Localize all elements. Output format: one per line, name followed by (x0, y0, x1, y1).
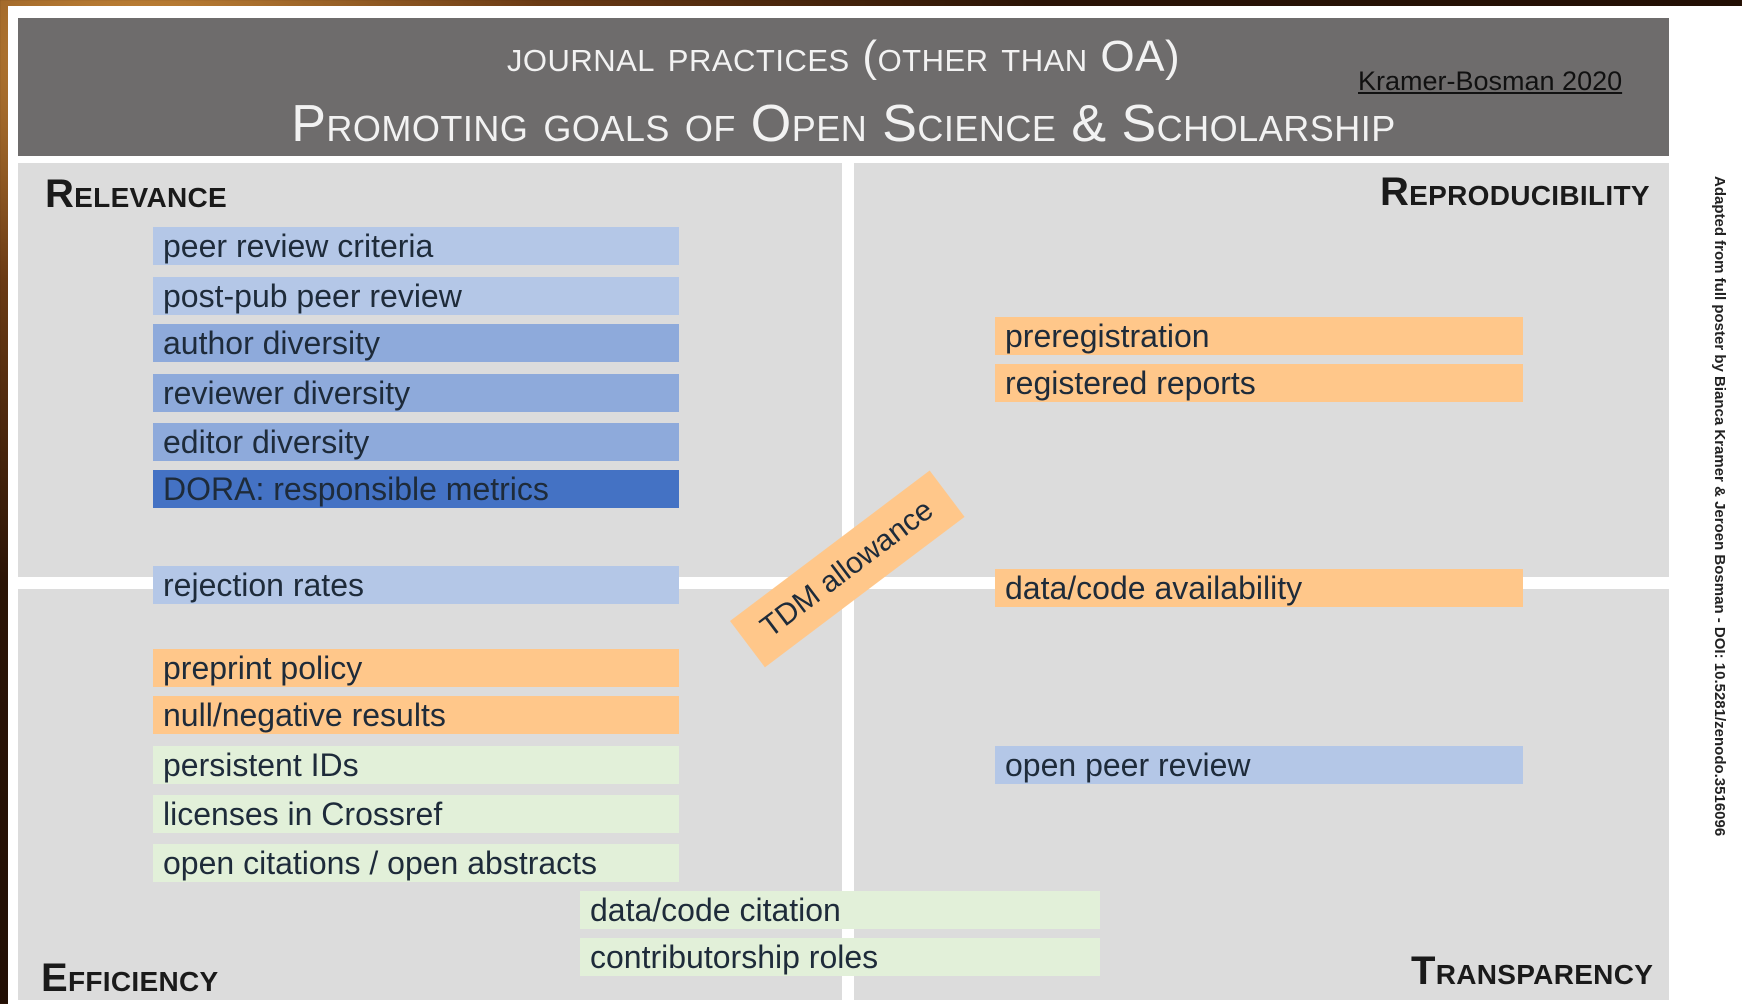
poster-title-line1: journal practices (other than OA) (506, 32, 1181, 81)
item-data-code-citation: data/code citation (580, 891, 1100, 929)
item-dora-responsible-metrics: DORA: responsible metrics (153, 470, 679, 508)
side-attribution-text: Adapted from full poster by Bianca Krame… (1711, 176, 1728, 837)
item-open-peer-review: open peer review (995, 746, 1523, 784)
item-persistent-ids: persistent IDs (153, 746, 679, 784)
item-rejection-rates: rejection rates (153, 566, 679, 604)
item-reviewer-diversity: reviewer diversity (153, 374, 679, 412)
item-data-code-availability: data/code availability (995, 569, 1523, 607)
quadrant-transparency (854, 589, 1669, 1000)
side-attribution: Adapted from full poster by Bianca Krame… (1710, 176, 1742, 936)
item-open-citations: open citations / open abstracts (153, 844, 679, 882)
label-transparency: Transparency (1411, 949, 1654, 993)
author-credit: Kramer-Bosman 2020 (1358, 66, 1623, 96)
poster-title-line2: Promoting goals of Open Science & Schola… (291, 95, 1396, 153)
label-efficiency: Efficiency (41, 956, 219, 1000)
label-reproducibility: Reproducibility (1380, 170, 1650, 214)
item-peer-review-criteria: peer review criteria (153, 227, 679, 265)
item-editor-diversity: editor diversity (153, 423, 679, 461)
item-null-negative-results: null/negative results (153, 696, 679, 734)
label-relevance: Relevance (45, 172, 227, 216)
item-contributorship-roles: contributorship roles (580, 938, 1100, 976)
poster-canvas: journal practices (other than OA) Promot… (8, 6, 1742, 1004)
item-preregistration: preregistration (995, 317, 1523, 355)
poster-header: journal practices (other than OA) Promot… (18, 18, 1669, 156)
item-preprint-policy: preprint policy (153, 649, 679, 687)
item-registered-reports: registered reports (995, 364, 1523, 402)
item-author-diversity: author diversity (153, 324, 679, 362)
quadrant-relevance (18, 163, 842, 577)
item-post-pub-peer-review: post-pub peer review (153, 277, 679, 315)
item-licenses-in-crossref: licenses in Crossref (153, 795, 679, 833)
